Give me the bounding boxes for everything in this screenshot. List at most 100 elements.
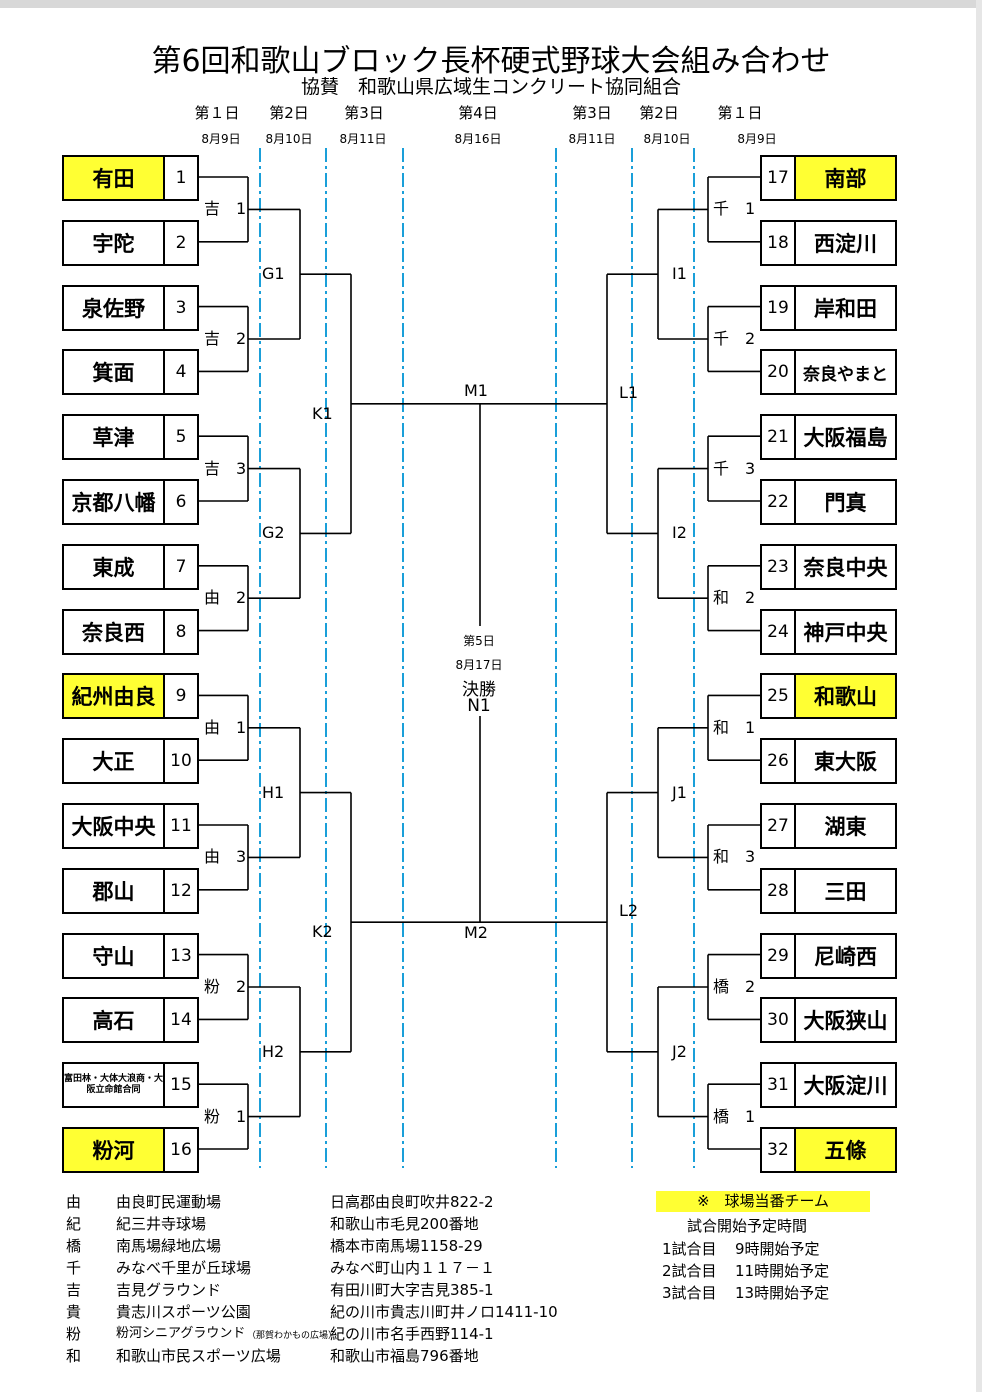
team-name-box: 宇陀 <box>62 219 165 266</box>
venue-name: 粉河シニアグラウンド <box>116 1326 246 1341</box>
seed-number-box: 6 <box>163 479 199 525</box>
match-venue-label: 由 1 <box>204 717 247 737</box>
semifinal-label: M2 <box>464 923 488 943</box>
seed-number-box: 24 <box>760 608 796 655</box>
venue-abbr: 千 <box>66 1259 82 1277</box>
seed-number-box: 2 <box>163 219 199 266</box>
seed-number-box: 8 <box>163 608 199 655</box>
round-day-left-3: 第3日 <box>344 104 384 122</box>
round-date-left-3: 8月11日 <box>339 132 387 146</box>
team-name-box: 粉河 <box>62 1127 165 1173</box>
team-name-box: 奈良西 <box>62 608 165 655</box>
venue-name: 貴志川スポーツ公園 <box>116 1303 251 1321</box>
match-code-label: L2 <box>619 901 639 921</box>
team-name-box: 南部 <box>794 155 897 201</box>
seed-number-box: 22 <box>760 479 796 525</box>
final-code: N1 <box>467 696 491 716</box>
match-code-label: J2 <box>672 1041 687 1061</box>
team-name-box: 有田 <box>62 155 165 201</box>
duty-team-note: ※ 球場当番チーム <box>656 1191 870 1212</box>
page-top-border <box>0 0 982 8</box>
match-code-label: I1 <box>672 264 687 284</box>
match-code-label: H1 <box>262 782 285 802</box>
match-venue-label: 由 2 <box>204 588 247 608</box>
seed-number-box: 18 <box>760 219 796 266</box>
team-name-box: 三田 <box>794 867 897 914</box>
venue-address: 和歌山市福島796番地 <box>330 1347 479 1365</box>
team-name-box: 門真 <box>794 479 897 525</box>
match-code-label: I2 <box>672 523 687 543</box>
match-code-label: G2 <box>262 523 285 543</box>
seed-number-box: 5 <box>163 414 199 461</box>
seed-number-box: 23 <box>760 543 796 590</box>
seed-number-box: 13 <box>163 932 199 979</box>
seed-number-box: 7 <box>163 543 199 590</box>
team-name-box: 大阪淀川 <box>794 1062 897 1109</box>
round-date-right-2: 8月10日 <box>643 132 691 146</box>
venue-name: 吉見グラウンド <box>116 1281 222 1299</box>
seed-number-box: 27 <box>760 803 796 849</box>
seed-number-box: 4 <box>163 349 199 396</box>
team-name-box: 奈良やまと <box>794 349 897 396</box>
match-code-label: L1 <box>619 382 639 402</box>
seed-number-box: 26 <box>760 738 796 785</box>
team-name-box: 郡山 <box>62 867 165 914</box>
match-code-label: J1 <box>672 782 687 802</box>
team-name-box: 湖東 <box>794 803 897 849</box>
seed-number-box: 10 <box>163 738 199 785</box>
team-name-box: 和歌山 <box>794 673 897 720</box>
game-number: 1試合目 <box>662 1240 717 1258</box>
team-name-box: 紀州由良 <box>62 673 165 720</box>
venue-address: 日高郡由良町吹井822-2 <box>330 1193 494 1211</box>
match-venue-label: 吉 2 <box>204 329 247 348</box>
match-code-label: G1 <box>262 264 285 284</box>
venue-name: 由良町民運動場 <box>116 1193 222 1211</box>
venue-address: 紀の川市貴志川町井ノロ1411-10 <box>330 1303 558 1321</box>
seed-number-box: 28 <box>760 867 796 914</box>
seed-number-box: 1 <box>163 155 199 201</box>
match-venue-label: 吉 1 <box>204 199 247 219</box>
team-name-box: 尼崎西 <box>794 932 897 979</box>
match-venue-label: 千 2 <box>713 329 756 348</box>
round-date-right-3: 8月11日 <box>568 132 616 146</box>
seed-number-box: 25 <box>760 673 796 720</box>
team-name-box: 草津 <box>62 414 165 461</box>
venue-abbr: 粉 <box>66 1325 82 1343</box>
team-name-box: 守山 <box>62 932 165 979</box>
seed-number-box: 30 <box>760 997 796 1044</box>
venue-abbr: 紀 <box>66 1215 82 1233</box>
team-name-box: 泉佐野 <box>62 284 165 331</box>
game-start-time: 13時開始予定 <box>735 1284 830 1302</box>
venue-abbr: 吉 <box>66 1281 82 1299</box>
team-name-box: 京都八幡 <box>62 479 165 525</box>
team-name-box: 奈良中央 <box>794 543 897 590</box>
round-day-left-1: 第１日 <box>194 104 240 122</box>
venue-name-note: （那賀わかもの広場） <box>247 1331 338 1341</box>
seed-number-box: 16 <box>163 1127 199 1173</box>
venue-address: みなべ町山内１１７－１ <box>330 1259 496 1277</box>
venue-address: 有田川町大字吉見385-1 <box>330 1281 494 1299</box>
game-start-time: 9時開始予定 <box>735 1240 820 1258</box>
match-venue-label: 千 3 <box>713 458 756 478</box>
seed-number-box: 21 <box>760 414 796 461</box>
game-start-time: 11時開始予定 <box>735 1262 830 1280</box>
round-day-right-1: 第１日 <box>717 104 763 122</box>
match-venue-label: 千 1 <box>713 199 756 219</box>
final-title: 決勝 <box>462 680 496 700</box>
match-venue-label: 粉 1 <box>204 1106 247 1126</box>
round-date-right-1: 8月9日 <box>737 132 777 146</box>
seed-number-box: 17 <box>760 155 796 201</box>
team-name-box: 五條 <box>794 1127 897 1173</box>
round-day-right-3: 第3日 <box>572 104 612 122</box>
venue-name: 和歌山市民スポーツ広場 <box>116 1347 281 1365</box>
match-code-label: K2 <box>312 922 333 942</box>
team-name-box: 神戸中央 <box>794 608 897 655</box>
game-number: 2試合目 <box>662 1262 717 1280</box>
round-date-left-1: 8月9日 <box>201 132 241 146</box>
seed-number-box: 29 <box>760 932 796 979</box>
seed-number-box: 14 <box>163 997 199 1044</box>
venue-name: 南馬場緑地広場 <box>116 1237 222 1255</box>
semifinal-label: M1 <box>464 380 488 400</box>
page-subtitle: 協賛 和歌山県広域生コンクリート協同組合 <box>300 76 681 98</box>
